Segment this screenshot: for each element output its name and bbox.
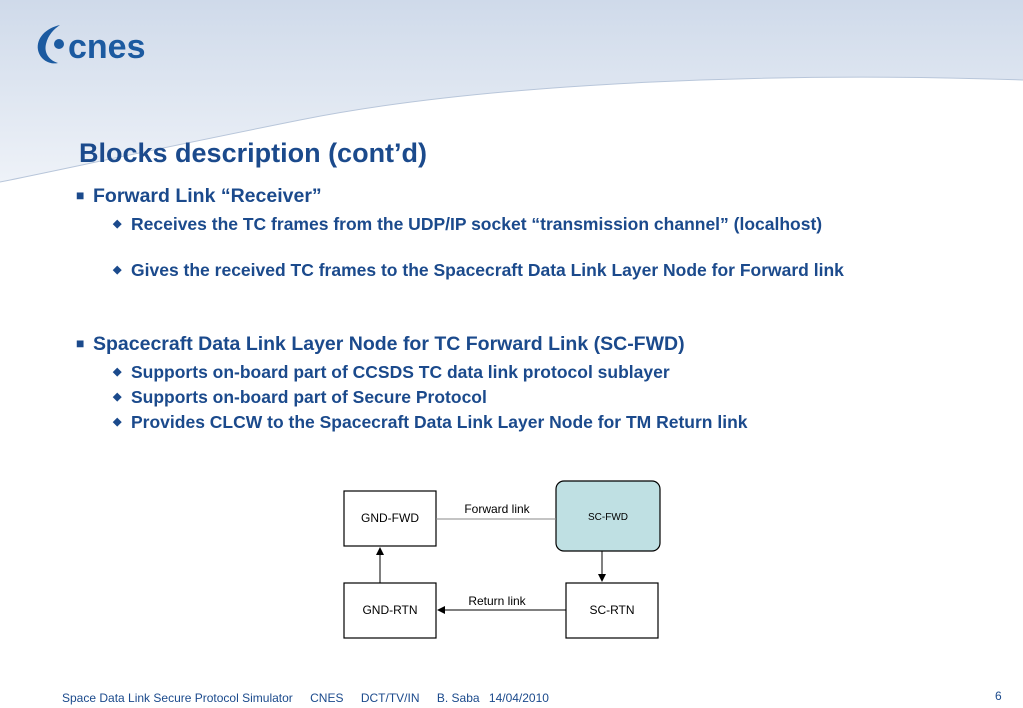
bullet-item: ◆ Receives the TC frames from the UDP/IP… (113, 214, 963, 234)
footer-dept: DCT/TV/IN (360, 691, 420, 705)
gnd-fwd-box (343, 490, 437, 547)
sc-fwd-label: SC-FWD (588, 512, 628, 523)
footer: Space Data Link Secure Protocol Simulato… (62, 691, 563, 705)
cnes-logo: cnes (37, 25, 146, 66)
logo-swoosh-icon (37, 25, 60, 64)
slide-title: Blocks description (cont’d) (79, 138, 428, 168)
bullet-text: Supports on-board part of Secure Protoco… (131, 387, 487, 407)
link-diagram: GND-FWD SC-FWD GND-RTN SC-RTN Forward li… (343, 480, 661, 639)
section-heading-text: Spacecraft Data Link Layer Node for TC F… (93, 333, 685, 355)
bullet-item: ◆ Gives the received TC frames to the Sp… (113, 260, 963, 280)
square-bullet-icon: ■ (76, 335, 85, 351)
logo-text: cnes (68, 28, 146, 66)
diamond-bullet-icon: ◆ (113, 366, 122, 378)
section-heading-text: Forward Link “Receiver” (93, 185, 322, 207)
footer-date: 14/04/2010 (488, 691, 549, 705)
bullet-text: Supports on-board part of CCSDS TC data … (131, 362, 670, 382)
gnd-fwd-label: GND-FWD (361, 511, 419, 525)
bullet-text: Gives the received TC frames to the Spac… (131, 260, 844, 280)
section-heading-receiver: ■ Forward Link “Receiver” (76, 185, 322, 208)
bullet-item: ◆ Supports on-board part of Secure Proto… (113, 387, 963, 407)
gnd-rtn-box (343, 582, 437, 639)
diamond-bullet-icon: ◆ (113, 391, 122, 403)
bullet-item: ◆ Supports on-board part of CCSDS TC dat… (113, 362, 963, 382)
bullet-text: Provides CLCW to the Spacecraft Data Lin… (131, 412, 748, 432)
page-number: 6 (995, 689, 1002, 703)
diamond-bullet-icon: ◆ (113, 218, 122, 230)
footer-author: B. Saba (436, 691, 480, 705)
gnd-rtn-label: GND-RTN (362, 603, 417, 617)
header-background (0, 0, 1023, 183)
sc-rtn-label: SC-RTN (589, 603, 634, 617)
forward-link-label: Forward link (464, 502, 530, 516)
bullet-item: ◆ Provides CLCW to the Spacecraft Data L… (113, 412, 963, 432)
square-bullet-icon: ■ (76, 187, 85, 203)
footer-project: Space Data Link Secure Protocol Simulato… (62, 691, 293, 705)
return-link-label: Return link (468, 594, 526, 608)
diamond-bullet-icon: ◆ (113, 416, 122, 428)
sc-fwd-box (555, 480, 661, 552)
section-heading-sc-fwd: ■ Spacecraft Data Link Layer Node for TC … (76, 333, 685, 356)
bullet-text: Receives the TC frames from the UDP/IP s… (131, 214, 823, 234)
footer-org: CNES (310, 691, 344, 705)
diamond-bullet-icon: ◆ (113, 264, 122, 276)
